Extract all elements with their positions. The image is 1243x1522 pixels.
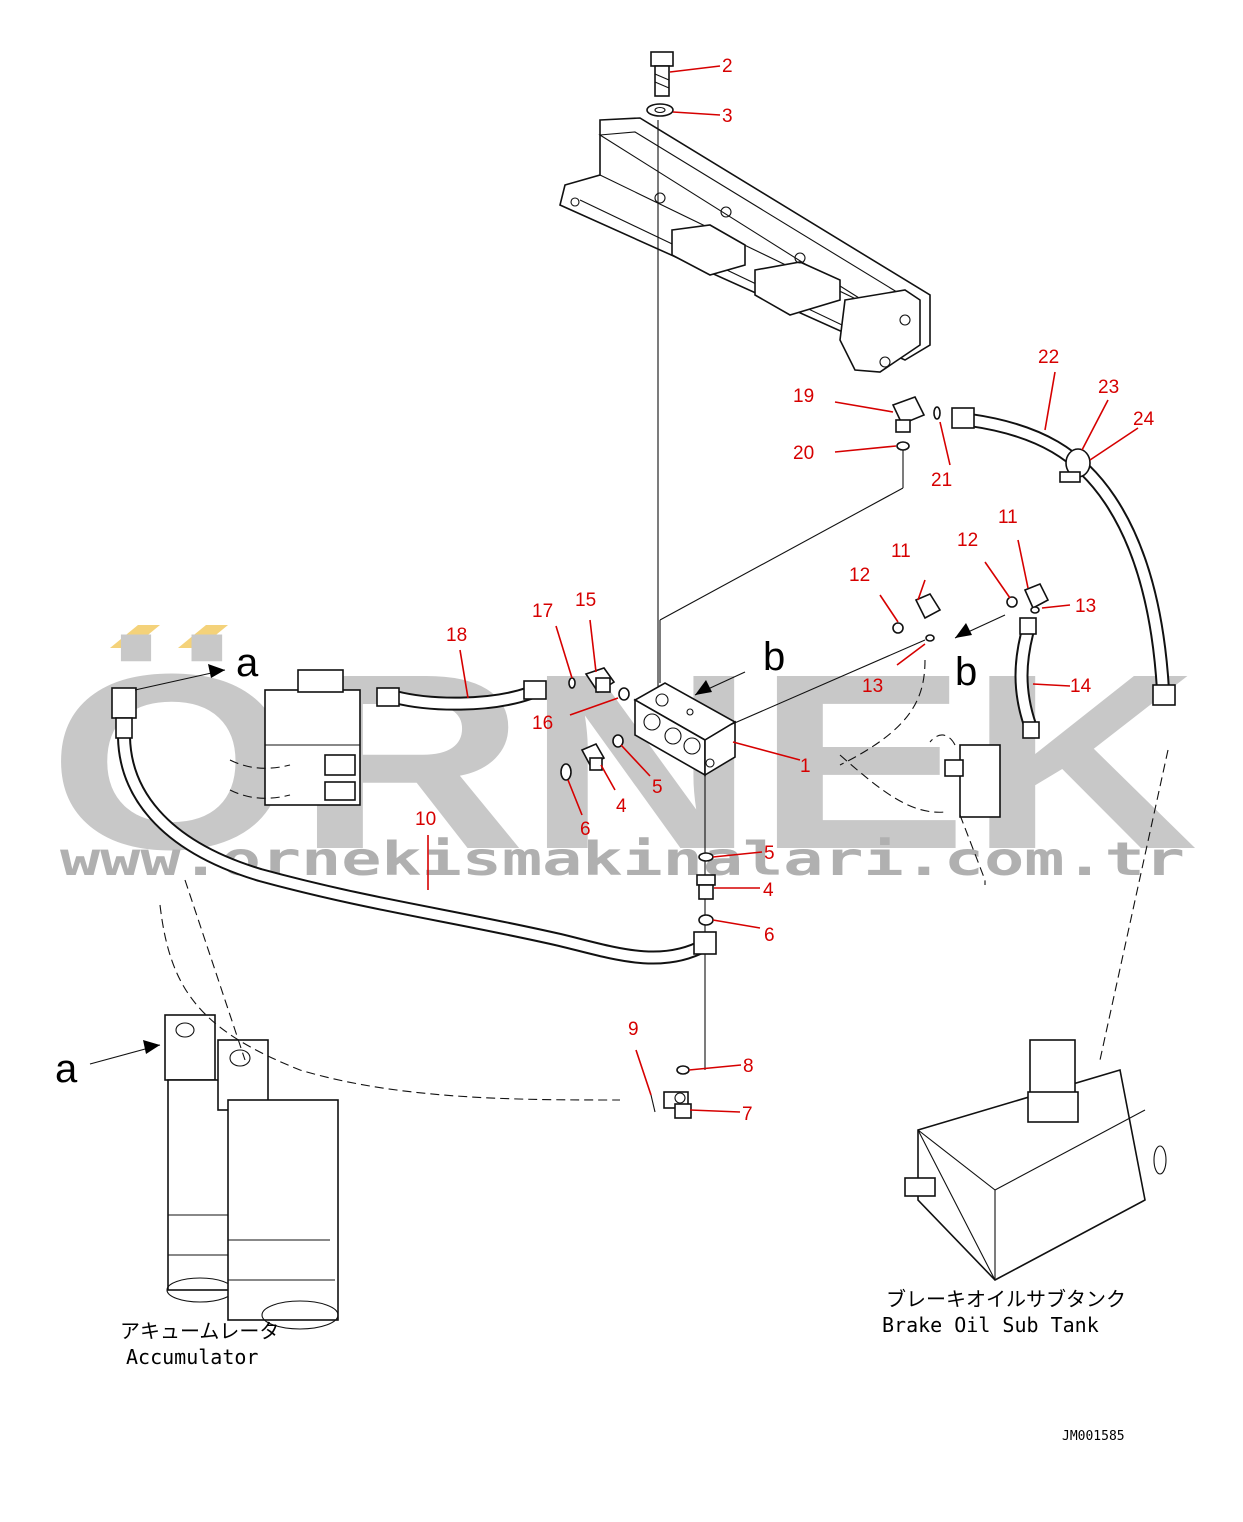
callout-15: 15	[575, 590, 596, 611]
o-ring	[698, 852, 714, 862]
callout-4: 4	[763, 880, 774, 901]
callout-13: 13	[862, 676, 883, 697]
o-ring	[925, 634, 935, 642]
tank-label-en: Brake Oil Sub Tank	[882, 1313, 1099, 1337]
svg-text:a: a	[236, 641, 259, 685]
callout-21: 21	[931, 470, 952, 491]
manifold-block	[633, 682, 737, 777]
leader-lines	[427, 65, 1139, 1113]
elbow-fitting	[584, 667, 616, 694]
callout-3: 3	[722, 106, 733, 127]
valve-assembly-right	[839, 659, 1001, 885]
callout-10: 10	[415, 809, 436, 830]
callout-4: 4	[616, 796, 627, 817]
callout-22: 22	[1038, 347, 1059, 368]
o-ring	[560, 763, 572, 781]
drawing-number: JM001585	[1062, 1429, 1125, 1444]
bolt	[650, 51, 674, 97]
o-ring	[1030, 606, 1040, 614]
o-ring	[933, 406, 941, 420]
callout-18: 18	[446, 625, 467, 646]
o-ring	[618, 687, 630, 701]
view-marker-a-top: a	[134, 641, 259, 691]
accumulator-caption: アキュームレータ Accumulator	[120, 1319, 279, 1369]
tank-caption: ブレーキオイルサブタンク Brake Oil Sub Tank	[882, 1287, 1126, 1337]
hose-long	[111, 687, 717, 965]
straight-connector	[696, 874, 716, 900]
accumulator-label-en: Accumulator	[126, 1345, 258, 1369]
o-ring	[568, 677, 576, 689]
callout-11: 11	[998, 507, 1018, 528]
valve-assembly-left	[229, 669, 361, 806]
hose-curved	[951, 407, 1176, 706]
hose-short	[1014, 617, 1040, 739]
svg-text:a: a	[55, 1047, 78, 1091]
view-marker-b-right: b	[954, 614, 1006, 694]
o-ring	[892, 622, 904, 634]
callout-12: 12	[957, 530, 978, 551]
callout-numbers: 2 3 1 4 4 5 5 6 6 7 8 9 10 11 11 12 12 1…	[415, 56, 1155, 1125]
watermark-brand: ÖRNEK	[48, 622, 1198, 901]
o-ring	[698, 914, 714, 926]
callout-7: 7	[742, 1104, 753, 1125]
callout-13: 13	[1075, 596, 1096, 617]
callout-5: 5	[764, 843, 775, 864]
o-ring	[676, 1065, 690, 1075]
o-ring	[896, 441, 910, 451]
callout-19: 19	[793, 386, 814, 407]
callout-12: 12	[849, 565, 870, 586]
callout-2: 2	[722, 56, 733, 77]
washer	[646, 103, 674, 117]
brake-oil-sub-tank	[904, 1039, 1167, 1281]
tank-label-jp: ブレーキオイルサブタンク	[886, 1287, 1126, 1311]
callout-23: 23	[1098, 377, 1119, 398]
elbow-connector	[663, 1091, 692, 1119]
elbow-fitting	[891, 396, 926, 433]
o-ring	[612, 734, 624, 748]
elbow-fitting	[1023, 582, 1050, 610]
callout-8: 8	[743, 1056, 754, 1077]
callout-11: 11	[891, 541, 911, 562]
callout-16: 16	[532, 713, 553, 734]
elbow-fitting	[914, 592, 942, 620]
callout-6: 6	[764, 925, 775, 946]
o-ring	[1006, 596, 1018, 608]
callout-14: 14	[1070, 676, 1092, 697]
view-marker-b-block: b	[694, 635, 785, 696]
accumulator	[164, 1014, 339, 1330]
frame-bracket	[559, 117, 931, 373]
svg-text:b: b	[763, 635, 785, 679]
callout-1: 1	[800, 756, 811, 777]
callout-20: 20	[793, 443, 814, 464]
watermark: ÖRNEK www.ornekismakinalari.com.tr	[48, 622, 1198, 901]
watermark-accent-mark	[178, 625, 228, 648]
accumulator-label-jp: アキュームレータ	[120, 1319, 279, 1343]
callout-9: 9	[628, 1019, 639, 1040]
hose-clamp	[1059, 448, 1091, 483]
svg-text:b: b	[955, 650, 977, 694]
view-marker-a-bottom: a	[55, 1040, 161, 1091]
hose	[376, 680, 547, 711]
watermark-accent-mark	[110, 625, 160, 648]
callout-5: 5	[652, 777, 663, 798]
fitting-connector	[580, 742, 606, 771]
callout-24: 24	[1133, 409, 1155, 430]
callout-6: 6	[580, 819, 591, 840]
callout-17: 17	[532, 601, 553, 622]
